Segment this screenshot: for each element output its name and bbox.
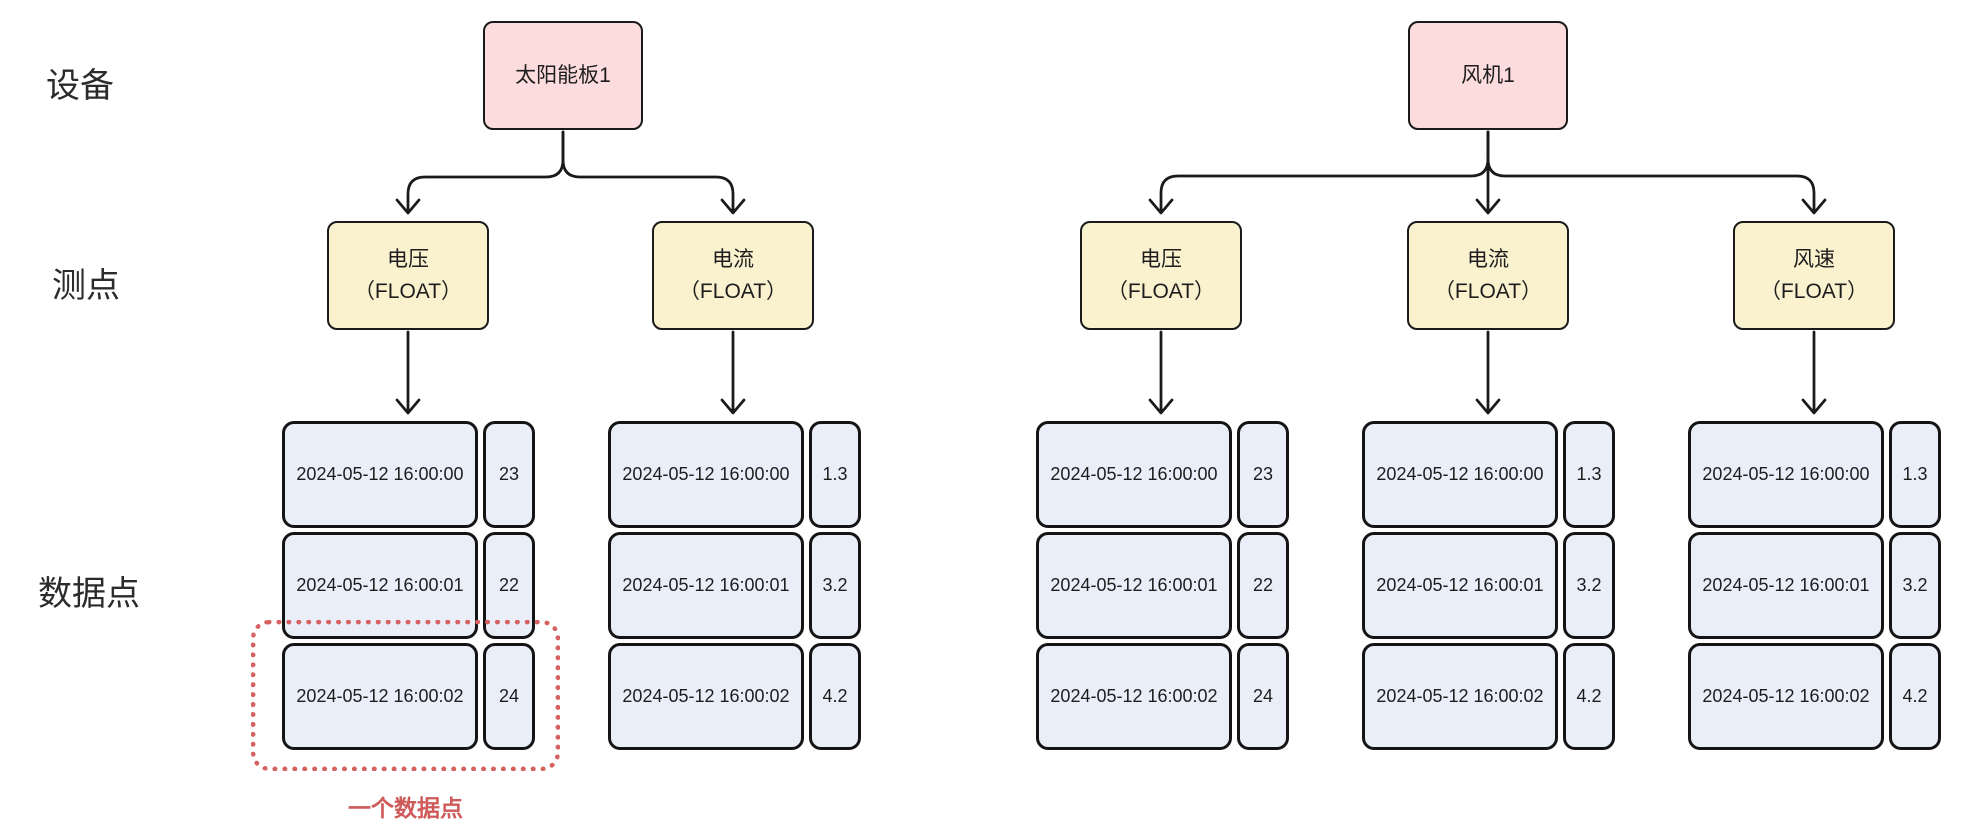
value-cell: 1.3	[1563, 421, 1615, 528]
measure-point-name: 风速	[1793, 248, 1835, 271]
measure-point-type: （FLOAT）	[678, 279, 788, 303]
timestamp-cell: 2024-05-12 16:00:02	[282, 643, 478, 750]
connector-t1-table-right	[720, 330, 746, 415]
measure-point-type: （FLOAT）	[1433, 279, 1543, 303]
data-row: 2024-05-12 16:00:01 3.2	[1362, 532, 1615, 639]
value-cell: 3.2	[1563, 532, 1615, 639]
measure-point-name: 电流	[712, 248, 754, 271]
value-cell: 22	[1237, 532, 1289, 639]
timestamp-cell: 2024-05-12 16:00:01	[1036, 532, 1232, 639]
connector-t1-right	[561, 130, 746, 215]
data-row: 2024-05-12 16:00:00 1.3	[608, 421, 861, 528]
data-row: 2024-05-12 16:00:00 1.3	[1688, 421, 1941, 528]
value-cell: 4.2	[1563, 643, 1615, 750]
connector-t2-table-right	[1801, 330, 1827, 415]
data-row: 2024-05-12 16:00:02 4.2	[608, 643, 861, 750]
device-node-solar-panel: 太阳能板1	[483, 21, 643, 130]
device-label: 太阳能板1	[515, 63, 611, 87]
data-table-t2-voltage: 2024-05-12 16:00:00 23 2024-05-12 16:00:…	[1036, 421, 1289, 750]
timestamp-cell: 2024-05-12 16:00:01	[608, 532, 804, 639]
data-table-t1-current: 2024-05-12 16:00:00 1.3 2024-05-12 16:00…	[608, 421, 861, 750]
timestamp-cell: 2024-05-12 16:00:00	[282, 421, 478, 528]
connector-t2-right	[1486, 130, 1827, 215]
measure-point-type: （FLOAT）	[1106, 279, 1216, 303]
value-cell: 4.2	[809, 643, 861, 750]
timestamp-cell: 2024-05-12 16:00:01	[1688, 532, 1884, 639]
data-row: 2024-05-12 16:00:02 24	[282, 643, 535, 750]
value-cell: 1.3	[809, 421, 861, 528]
data-table-t2-windspeed: 2024-05-12 16:00:00 1.3 2024-05-12 16:00…	[1688, 421, 1941, 750]
timestamp-cell: 2024-05-12 16:00:01	[1362, 532, 1558, 639]
measure-point-node-t2-current: 电流 （FLOAT）	[1407, 221, 1569, 330]
row-label-device: 设备	[46, 67, 114, 105]
data-row: 2024-05-12 16:00:00 23	[1036, 421, 1289, 528]
timestamp-cell: 2024-05-12 16:00:00	[608, 421, 804, 528]
timestamp-cell: 2024-05-12 16:00:02	[1036, 643, 1232, 750]
timestamp-cell: 2024-05-12 16:00:00	[1362, 421, 1558, 528]
data-row: 2024-05-12 16:00:00 23	[282, 421, 535, 528]
data-row: 2024-05-12 16:00:01 22	[1036, 532, 1289, 639]
connector-t2-table-left	[1148, 330, 1174, 415]
data-row: 2024-05-12 16:00:02 4.2	[1362, 643, 1615, 750]
value-cell: 3.2	[809, 532, 861, 639]
timestamp-cell: 2024-05-12 16:00:02	[1362, 643, 1558, 750]
timestamp-cell: 2024-05-12 16:00:02	[608, 643, 804, 750]
connector-t2-left	[1148, 130, 1490, 215]
measure-point-node-t2-voltage: 电压 （FLOAT）	[1080, 221, 1242, 330]
device-node-wind-turbine: 风机1	[1408, 21, 1568, 130]
measure-point-name: 电流	[1467, 248, 1509, 271]
device-label: 风机1	[1461, 63, 1515, 87]
connector-t1-left	[395, 130, 565, 215]
value-cell: 3.2	[1889, 532, 1941, 639]
timestamp-cell: 2024-05-12 16:00:02	[1688, 643, 1884, 750]
data-row: 2024-05-12 16:00:01 3.2	[608, 532, 861, 639]
data-table-t2-current: 2024-05-12 16:00:00 1.3 2024-05-12 16:00…	[1362, 421, 1615, 750]
data-row: 2024-05-12 16:00:00 1.3	[1362, 421, 1615, 528]
row-label-datapoint: 数据点	[38, 575, 140, 613]
measure-point-type: （FLOAT）	[353, 279, 463, 303]
value-cell: 24	[1237, 643, 1289, 750]
value-cell: 1.3	[1889, 421, 1941, 528]
value-cell: 23	[483, 421, 535, 528]
connector-t2-table-middle	[1475, 330, 1501, 415]
measure-point-type: （FLOAT）	[1759, 279, 1869, 303]
data-row: 2024-05-12 16:00:02 24	[1036, 643, 1289, 750]
data-point-annotation-box	[251, 620, 560, 771]
measure-point-name: 电压	[387, 248, 429, 271]
data-row: 2024-05-12 16:00:01 3.2	[1688, 532, 1941, 639]
connector-t1-table-left	[395, 330, 421, 415]
measure-point-name: 电压	[1140, 248, 1182, 271]
measure-point-node-t1-current: 电流 （FLOAT）	[652, 221, 814, 330]
measure-point-node-t1-voltage: 电压 （FLOAT）	[327, 221, 489, 330]
data-row: 2024-05-12 16:00:02 4.2	[1688, 643, 1941, 750]
connector-t2-middle	[1475, 130, 1501, 215]
value-cell: 4.2	[1889, 643, 1941, 750]
timestamp-cell: 2024-05-12 16:00:00	[1036, 421, 1232, 528]
annotation-label: 一个数据点	[348, 795, 463, 821]
measure-point-node-t2-windspeed: 风速 （FLOAT）	[1733, 221, 1895, 330]
row-label-measure: 测点	[52, 267, 120, 305]
timestamp-cell: 2024-05-12 16:00:00	[1688, 421, 1884, 528]
value-cell: 24	[483, 643, 535, 750]
value-cell: 23	[1237, 421, 1289, 528]
